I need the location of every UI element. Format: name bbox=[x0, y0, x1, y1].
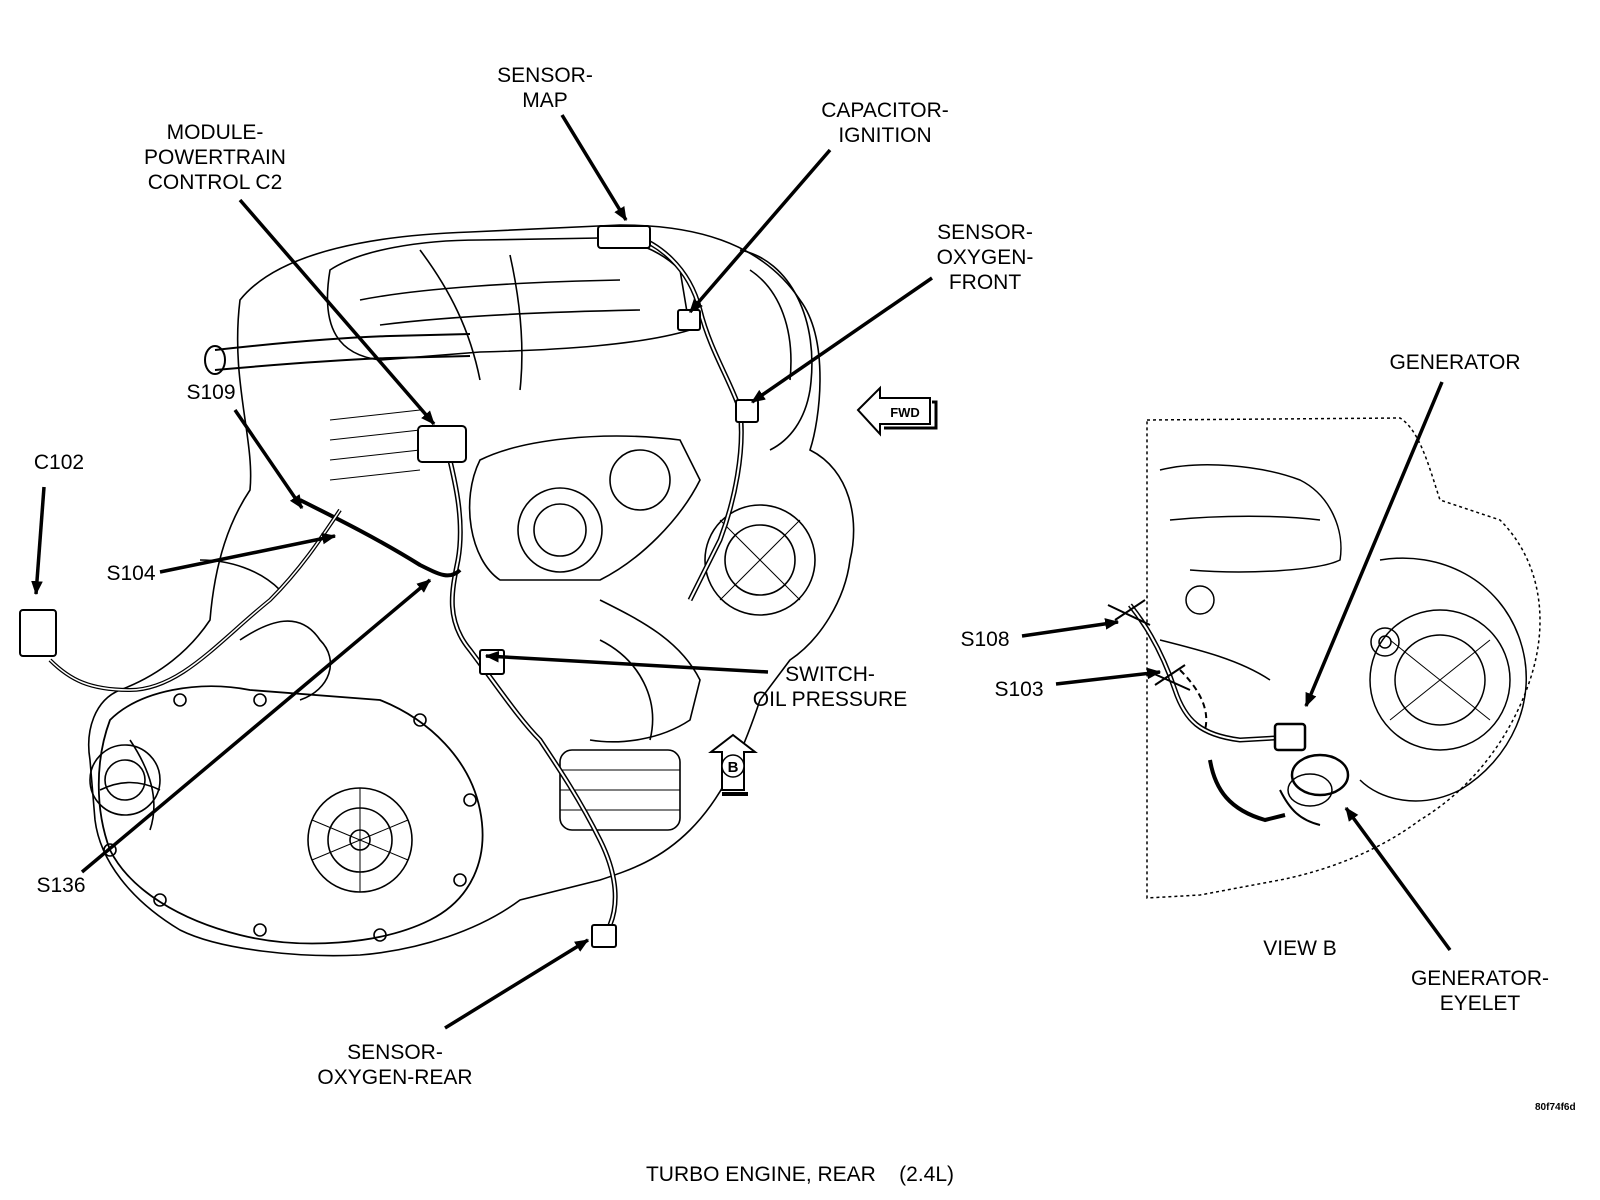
callout-sensor-oxygen-rear: SENSOR- OXYGEN-REAR bbox=[305, 1040, 485, 1090]
figure-code: 80f74f6d bbox=[1535, 1102, 1576, 1113]
callout-sensor-map: SENSOR- MAP bbox=[480, 63, 610, 113]
callout-line: SENSOR- bbox=[497, 64, 593, 87]
view-b-marker: B bbox=[708, 733, 758, 796]
pcm-c2-connector bbox=[417, 425, 467, 463]
callout-line: S103 bbox=[994, 678, 1044, 701]
map-sensor-connector bbox=[597, 225, 651, 249]
callout-sensor-oxygen-front: SENSOR- OXYGEN- FRONT bbox=[925, 220, 1045, 295]
callout-line: OIL PRESSURE bbox=[752, 688, 908, 711]
o2-rear-connector bbox=[591, 924, 617, 948]
callout-line: VIEW B bbox=[1263, 937, 1337, 960]
callout-generator: GENERATOR bbox=[1375, 350, 1535, 375]
callout-s136: S136 bbox=[26, 873, 96, 898]
capacitor-connector bbox=[677, 309, 701, 331]
callout-line: SENSOR- bbox=[347, 1041, 443, 1064]
callout-line: MAP bbox=[522, 89, 568, 112]
callout-line: SWITCH- bbox=[785, 663, 875, 686]
callout-line: S104 bbox=[106, 562, 156, 585]
callout-line: GENERATOR bbox=[1389, 351, 1521, 374]
callout-switch-oil-pressure: SWITCH- OIL PRESSURE bbox=[740, 662, 920, 712]
fwd-arrow: FWD bbox=[856, 385, 938, 437]
callout-line: C102 bbox=[33, 451, 85, 474]
leader-lines bbox=[31, 114, 1452, 1030]
callout-capacitor-ignition: CAPACITOR- IGNITION bbox=[800, 98, 970, 148]
oil-pressure-connector bbox=[479, 649, 505, 675]
callout-line: OXYGEN- bbox=[936, 246, 1034, 269]
c102-connector bbox=[19, 609, 57, 657]
callout-line: EYELET bbox=[1439, 992, 1521, 1015]
wiring-harness bbox=[48, 229, 744, 926]
callout-generator-eyelet: GENERATOR- EYELET bbox=[1395, 966, 1565, 1016]
callout-line: FRONT bbox=[948, 271, 1022, 294]
callout-line: MODULE- bbox=[166, 121, 264, 144]
callout-line: CAPACITOR- bbox=[821, 99, 949, 122]
callout-line: SENSOR- bbox=[937, 221, 1033, 244]
callout-line: POWERTRAIN bbox=[144, 146, 286, 169]
callout-line: S136 bbox=[36, 874, 86, 897]
callout-line: IGNITION bbox=[838, 124, 932, 147]
callout-line: S108 bbox=[960, 628, 1010, 651]
callout-line: GENERATOR- bbox=[1410, 967, 1550, 990]
callout-s108: S108 bbox=[950, 627, 1020, 652]
callout-module-powertrain-control: MODULE- POWERTRAIN CONTROL C2 bbox=[120, 120, 310, 195]
callout-line: OXYGEN-REAR bbox=[317, 1066, 473, 1089]
callout-view-b: VIEW B bbox=[1250, 936, 1350, 961]
connectors bbox=[19, 225, 759, 948]
engine-illustration bbox=[88, 224, 855, 957]
callout-line: CONTROL C2 bbox=[147, 171, 283, 194]
view-b-marker-letter: B bbox=[728, 759, 739, 776]
fwd-marker-text: FWD bbox=[890, 405, 920, 420]
callout-s104: S104 bbox=[96, 561, 166, 586]
view-b-inset bbox=[1107, 417, 1541, 899]
o2-front-connector bbox=[735, 399, 759, 423]
callout-line: S109 bbox=[186, 381, 236, 404]
figure-caption: TURBO ENGINE, REAR (2.4L) bbox=[645, 1163, 955, 1186]
callout-s103: S103 bbox=[984, 677, 1054, 702]
callout-s109: S109 bbox=[176, 380, 246, 405]
callout-c102: C102 bbox=[24, 450, 94, 475]
